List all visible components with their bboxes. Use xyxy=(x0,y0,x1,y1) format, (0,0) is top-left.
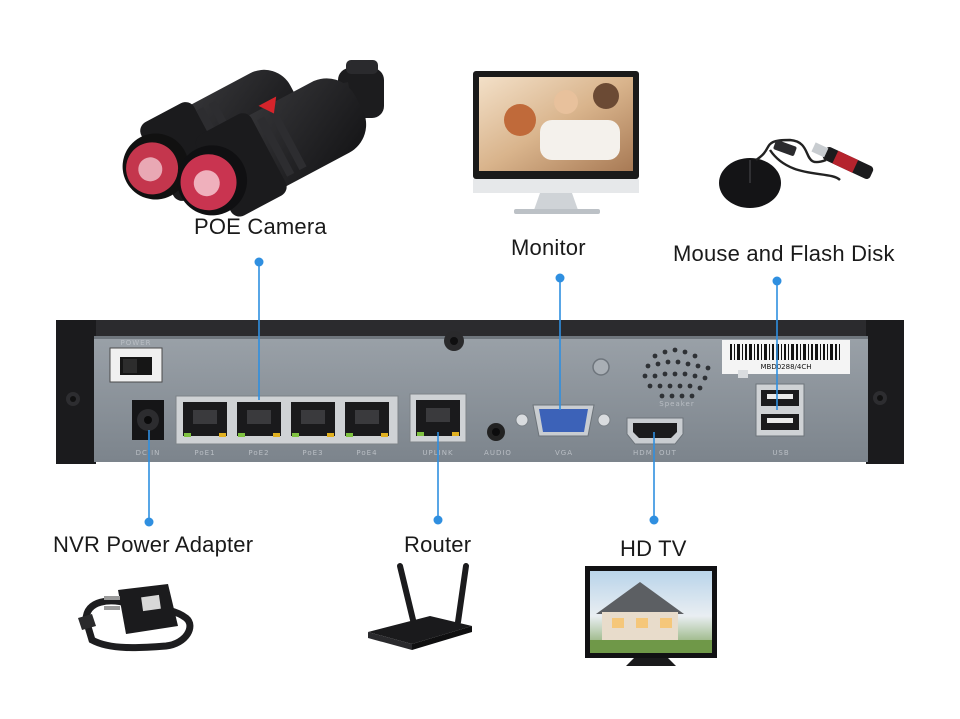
usb-label: USB xyxy=(772,449,789,457)
hdmi-port xyxy=(626,417,684,445)
connector-dot-power xyxy=(144,517,154,527)
mouse-icon xyxy=(719,138,841,208)
label-router: Router xyxy=(404,532,472,557)
connector-lines xyxy=(144,257,782,527)
connector-dot-usb xyxy=(772,276,782,286)
audio-port xyxy=(487,423,505,441)
monitor-icon xyxy=(473,71,639,214)
poe-port xyxy=(183,402,227,437)
label-monitor: Monitor xyxy=(511,235,586,260)
poe-port xyxy=(291,402,335,437)
poe-port-block xyxy=(175,395,399,445)
poe4-label: PoE4 xyxy=(356,449,377,457)
label-nvr-power-adapter: NVR Power Adapter xyxy=(53,532,254,557)
label-hd-tv: HD TV xyxy=(620,536,687,561)
audio-label: AUDIO xyxy=(484,449,512,457)
usb-ports xyxy=(755,383,805,437)
hdmi-label: HDMI OUT xyxy=(633,449,677,457)
vga-port xyxy=(515,404,611,437)
poe3-label: PoE3 xyxy=(302,449,323,457)
label-poe-camera: POE Camera xyxy=(194,214,327,239)
connector-dot-router xyxy=(433,515,443,525)
poe-port xyxy=(345,402,389,437)
connector-dot-hdtv xyxy=(649,515,659,525)
barcode-text: MBD0288/4CH xyxy=(760,363,811,371)
poe2-label: PoE2 xyxy=(248,449,269,457)
poe-port xyxy=(237,402,281,437)
power-label: POWER xyxy=(121,339,152,347)
speaker-grille xyxy=(642,347,711,399)
power-switch xyxy=(109,347,163,383)
label-mouse-flash-disk: Mouse and Flash Disk xyxy=(673,241,895,266)
dc-in-port xyxy=(132,400,164,440)
dcin-label: DC IN xyxy=(136,449,161,457)
power-adapter-icon xyxy=(78,584,194,652)
router-icon xyxy=(368,563,472,650)
poe1-label: PoE1 xyxy=(194,449,215,457)
connector-dot-monitor xyxy=(555,273,565,283)
speaker-label: Speaker xyxy=(659,400,694,408)
barcode-sticker: MBD0288/4CH xyxy=(722,340,850,374)
flash-disk-icon xyxy=(811,142,874,180)
tv-icon xyxy=(585,566,717,666)
security-camera-icon xyxy=(122,60,384,217)
uplink-port xyxy=(409,393,467,443)
connector-dot-camera xyxy=(254,257,264,267)
vga-label: VGA xyxy=(555,449,573,457)
